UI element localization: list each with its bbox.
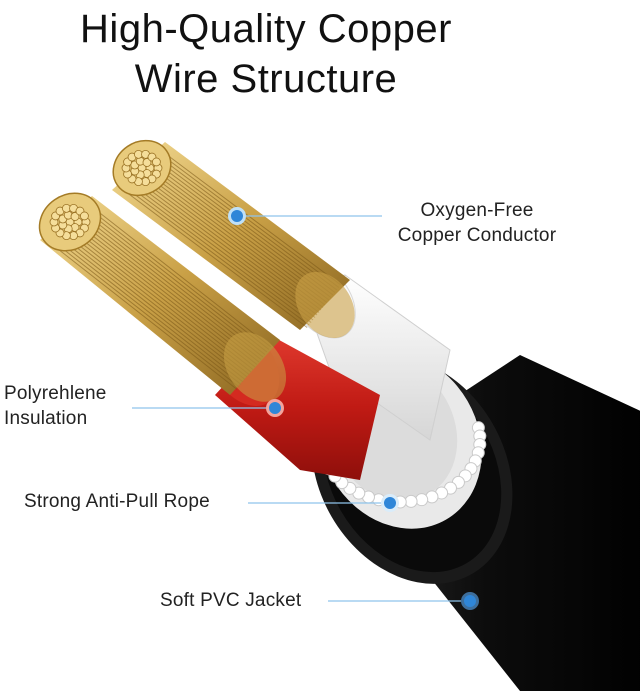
copper-strand [69, 221, 256, 368]
copper-strand [133, 177, 318, 316]
copper-strand [55, 239, 242, 385]
copper-strand [149, 157, 334, 296]
callout-pointer-insulation [132, 399, 284, 417]
strand-end [80, 211, 89, 221]
copper-strand [131, 180, 316, 318]
label-rope: Strong Anti-Pull Rope [24, 491, 210, 512]
copper-strand [59, 234, 246, 380]
copper-strand [61, 231, 248, 378]
copper-strand [85, 201, 272, 348]
copper-strand [73, 216, 260, 363]
copper-strand [135, 175, 320, 313]
copper-strand [81, 206, 268, 353]
copper-strand [137, 172, 322, 311]
label-insulation-line-2: Insulation [4, 408, 88, 429]
strand-end [70, 212, 80, 221]
copper-strand [123, 190, 308, 328]
label-insulation-line-1: Polyrehlene [4, 383, 107, 404]
copper-conductor-front [38, 192, 287, 402]
page-title: High-Quality Copper Wire Structure [0, 4, 532, 104]
label-conductor-line-2: Copper Conductor [397, 225, 557, 246]
copper-strand [127, 185, 312, 323]
copper-strand [63, 229, 250, 375]
copper-strand [153, 152, 338, 291]
rope-fiber [404, 494, 418, 508]
label-conductor-line-1: Oxygen-Free [420, 200, 534, 221]
copper-strand [147, 160, 332, 298]
callout-pointer-jacket [328, 592, 479, 610]
copper-strand [139, 170, 324, 308]
copper-strand [141, 167, 326, 306]
copper-strand [67, 224, 254, 370]
copper-conductor-back [112, 139, 355, 339]
copper-strand [53, 241, 240, 388]
copper-strand [65, 226, 252, 373]
copper-strand [143, 165, 328, 303]
copper-strand [77, 211, 264, 358]
copper-strand [51, 244, 238, 390]
copper-strand [145, 162, 330, 301]
rope-fiber [415, 493, 429, 507]
copper-strand [71, 219, 258, 365]
strand-end [142, 158, 152, 167]
copper-strand [129, 182, 314, 321]
copper-strand [155, 150, 340, 288]
copper-strand [125, 187, 310, 326]
callout-pointer-conductor [228, 207, 382, 225]
copper-strand [75, 214, 262, 360]
callout-pointer-rope [248, 494, 399, 512]
label-conductor: Oxygen-Free Copper Conductor [384, 198, 570, 248]
copper-strand [79, 209, 266, 355]
label-insulation: Polyrehlene Insulation [4, 381, 134, 431]
copper-strand [83, 204, 270, 350]
copper-strand [151, 155, 336, 293]
strand-end [152, 157, 161, 167]
title-line-1: High-Quality Copper [80, 7, 452, 51]
copper-strand [57, 236, 244, 383]
title-line-2: Wire Structure [134, 57, 398, 101]
label-jacket: Soft PVC Jacket [160, 590, 302, 611]
